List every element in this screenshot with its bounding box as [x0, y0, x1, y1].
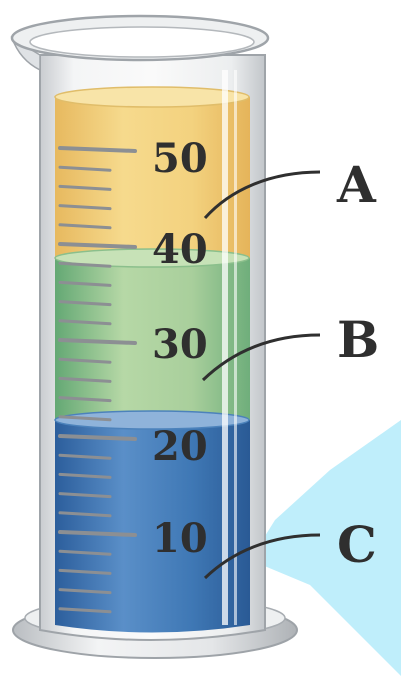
minor-tick — [58, 588, 112, 595]
scale-ticks — [58, 146, 137, 614]
minor-tick — [58, 568, 112, 575]
layer-label-a: A — [336, 155, 377, 214]
scale-mark-30: 30 — [152, 321, 208, 368]
layer-label-b: B — [337, 310, 379, 369]
minor-tick — [58, 549, 112, 556]
layer-c-liquid — [55, 420, 250, 633]
glass-highlight — [222, 70, 228, 625]
major-tick — [58, 146, 137, 153]
minor-tick — [58, 261, 112, 268]
scale-mark-40: 40 — [152, 226, 208, 273]
minor-tick — [58, 184, 112, 191]
minor-tick — [58, 357, 112, 364]
reflection-shape — [250, 420, 401, 676]
layer-a-surface — [54, 86, 250, 108]
minor-tick — [58, 607, 112, 614]
minor-tick — [58, 300, 112, 307]
scale-mark-50: 50 — [152, 135, 208, 182]
minor-tick — [58, 280, 112, 287]
minor-tick — [58, 223, 112, 230]
scale-mark-10: 10 — [152, 515, 208, 562]
minor-tick — [58, 319, 112, 326]
minor-tick — [58, 453, 112, 460]
minor-tick — [58, 415, 112, 422]
layer-label-c: C — [337, 515, 377, 574]
major-tick — [58, 434, 137, 441]
glass-highlight-thin — [234, 70, 237, 625]
leader-line-b — [201, 333, 321, 382]
major-tick — [58, 530, 137, 537]
cylinder-opening — [29, 26, 255, 58]
minor-tick — [58, 472, 112, 479]
minor-tick — [58, 396, 112, 403]
minor-tick — [58, 165, 112, 172]
minor-tick — [58, 376, 112, 383]
minor-tick — [58, 204, 112, 211]
leader-line-c — [203, 533, 321, 580]
layer-c-surface — [54, 410, 250, 430]
major-tick — [58, 242, 137, 249]
major-tick — [58, 338, 137, 345]
layer-b-surface — [54, 248, 250, 268]
scale-mark-20: 20 — [152, 423, 208, 470]
minor-tick — [58, 492, 112, 499]
leader-line-a — [203, 170, 321, 219]
minor-tick — [58, 511, 112, 518]
